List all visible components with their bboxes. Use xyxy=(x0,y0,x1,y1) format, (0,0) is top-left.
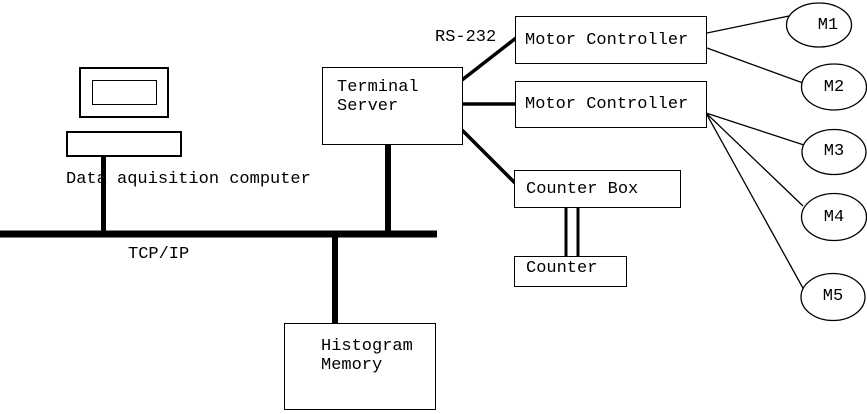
link-motor-controller-1-m2 xyxy=(706,47,804,84)
node-motor-controller-1: Motor Controller xyxy=(515,16,707,64)
link-terminal-server-counter-box xyxy=(460,128,517,185)
rs232-label: RS-232 xyxy=(435,28,497,47)
node-counter-box: Counter Box xyxy=(514,170,681,208)
computer-keyboard-icon xyxy=(66,131,182,157)
node-motor-controller-2: Motor Controller xyxy=(515,81,707,128)
node-histogram-memory: Histogram Memory xyxy=(284,323,436,410)
computer-screen-icon xyxy=(92,80,157,105)
rs232-link-motor-controller-1 xyxy=(460,36,518,82)
motor-m4-label: M4 xyxy=(823,208,845,227)
computer-bus-drop-line xyxy=(101,155,106,235)
node-terminal-server: Terminal Server xyxy=(322,67,463,145)
link-motor-controller-1-m1 xyxy=(706,15,790,34)
tcp-ip-bus-label: TCP/IP xyxy=(128,245,190,264)
motor-m2-label: M2 xyxy=(823,78,845,97)
motor-m3-label: M3 xyxy=(823,142,845,161)
node-counter: Counter xyxy=(514,256,627,287)
link-motor-controller-2-m4 xyxy=(705,112,804,207)
computer-label: Data aquisition computer xyxy=(66,170,311,189)
motor-m3-node xyxy=(801,128,867,176)
link-motor-controller-2-m3 xyxy=(705,112,805,146)
motor-m5-node xyxy=(800,272,866,322)
motor-m5-label: M5 xyxy=(822,287,844,306)
motor-m1-node xyxy=(785,2,853,48)
motor-m1-label: M1 xyxy=(817,16,839,35)
link-motor-controller-2-m5 xyxy=(705,112,805,291)
